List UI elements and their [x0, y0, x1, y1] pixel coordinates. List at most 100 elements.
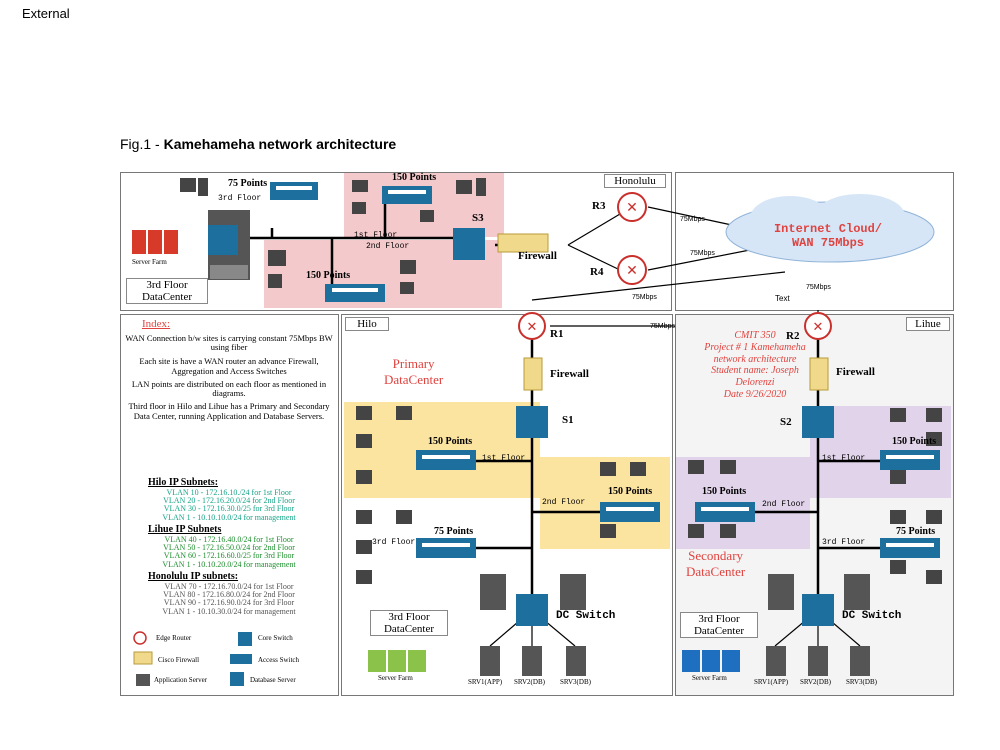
hilo-srv2-label: SRV2(DB) — [514, 678, 545, 686]
hilo-region — [341, 314, 673, 696]
lihue-dc-switch-label: DC Switch — [842, 610, 902, 622]
legend-core-switch: Core Switch — [258, 634, 293, 642]
lihue-server-farm-label: Server Farm — [692, 674, 727, 682]
lihue-vlan-60: VLAN 60 - 172.16.60.0/25 for 3rd Floor — [163, 551, 295, 561]
wan-link-r1-label: 75Mbps — [650, 323, 675, 330]
hilo-firewall-label: Firewall — [550, 368, 589, 380]
index-p1: WAN Connection b/w sites is carrying con… — [125, 332, 333, 353]
svg-text:✕: ✕ — [626, 264, 638, 279]
hilo-dc-switch-icon — [516, 594, 548, 626]
index-p2: Each site is have a WAN router an advanc… — [139, 356, 319, 376]
honolulu-floor2-points: 150 Points — [306, 270, 351, 281]
access-switch-icon — [325, 284, 385, 302]
access-switch-icon — [382, 186, 432, 204]
hilo-servers — [480, 646, 586, 676]
lihue-access-switch-1 — [880, 450, 940, 470]
legend-db-server: Database Server — [250, 676, 296, 684]
hilo-server-farm-icon — [368, 650, 426, 672]
r1-label: R1 — [550, 328, 564, 340]
lihue-access-switch-3 — [880, 538, 940, 558]
lihue-site-label: Lihue — [906, 317, 950, 331]
hilo-vlan-1: VLAN 1 - 10.10.10.0/24 for management — [162, 512, 296, 522]
hilo-access-switch-3 — [416, 538, 476, 558]
internet-cloud-icon — [725, 194, 935, 263]
honolulu-region — [120, 172, 672, 311]
lihue-access-switch-2 — [695, 502, 755, 522]
firewall-legend-icon — [133, 651, 153, 665]
router-r1-icon: ✕ — [518, 312, 546, 340]
honolulu-vlan-80: VLAN 80 - 172.16.80.0/24 for 2nd Floor — [163, 590, 295, 600]
honolulu-floor3-label: 3rd Floor — [218, 194, 262, 203]
hilo-floor1-points: 150 Points — [428, 436, 473, 447]
legend-cisco-firewall: Cisco Firewall — [158, 656, 200, 664]
r2-label: R2 — [786, 330, 800, 342]
honolulu-vlan-90: VLAN 90 - 172.16.90.0/24 for 3rd Floor — [163, 598, 295, 608]
honolulu-vlan-1: VLAN 1 - 10.10.30.0/24 for management — [162, 606, 296, 616]
hilo-vlan-20: VLAN 20 - 172.16.20.0/24 for 2nd Floor — [163, 495, 295, 505]
hilo-dc-racks — [480, 574, 586, 610]
hilo-vlan-30: VLAN 30 - 172.16.30.0/25 for 3rd Floor — [163, 504, 295, 514]
honolulu-subnets-title: Honolulu IP subnets: — [148, 571, 239, 583]
lihue-floor1-label: 1st Floor — [822, 454, 866, 463]
honolulu-devices: ✕ ✕ — [132, 178, 647, 302]
legend-edge-router: Edge Router — [156, 634, 192, 642]
hilo-firewall-icon — [523, 357, 543, 391]
honolulu-floor1-points: 150 Points — [392, 172, 437, 183]
router-r2-icon: ✕ — [804, 312, 832, 340]
honolulu-site-label: Honolulu — [604, 174, 666, 188]
s3-core-switch-icon — [453, 228, 485, 260]
lihue-srv1-label: SRV1(APP) — [754, 678, 789, 686]
index-title: Index: — [142, 318, 171, 330]
firewall-icon — [497, 233, 549, 253]
lihue-dc-racks — [768, 574, 870, 610]
hilo-devices: ✕ — [356, 312, 660, 676]
hilo-subnets-title: Hilo IP Subnets: — [148, 477, 219, 488]
lihue-floor3-points: 75 Points — [896, 526, 936, 537]
hilo-vlan-10: VLAN 10 - 172.16.10./24 for 1st Floor — [166, 487, 292, 497]
hilo-floor2-label: 2nd Floor — [542, 498, 586, 507]
wan-link-hilo-label: 75Mbps — [632, 294, 657, 301]
honolulu-server-farm-label: Server Farm — [132, 258, 167, 266]
hilo-access-switch-2 — [600, 502, 660, 522]
lihue-vlan-50: VLAN 50 - 172.16.50.0/24 for 2nd Floor — [163, 542, 295, 552]
lihue-servers — [766, 646, 870, 676]
core-switch-icon — [208, 225, 238, 255]
hilo-floor3-label: 3rd Floor — [372, 538, 416, 547]
wan-link-r3-label: 75Mbps — [680, 216, 705, 223]
wan-text-label: Text — [775, 294, 790, 303]
s2-label: S2 — [780, 416, 792, 428]
r3-label: R3 — [592, 200, 606, 212]
server-farm-icon — [132, 230, 178, 254]
classification-label: External — [22, 6, 70, 21]
index-region — [120, 314, 339, 696]
honolulu-vlan-70: VLAN 70 - 172.16.70.0/24 for 1st Floor — [164, 581, 294, 591]
router-r3-icon: ✕ — [617, 192, 647, 222]
hilo-access-switch-1 — [416, 450, 476, 470]
lihue-devices: ✕ — [682, 312, 942, 676]
figure-prefix: Fig.1 - — [120, 136, 164, 152]
app-server-legend-icon — [136, 674, 150, 686]
figure-caption: Fig.1 - Kamehameha network architecture — [120, 136, 396, 152]
index-panel: Index: WAN Connection b/w sites is carry… — [124, 318, 334, 422]
hilo-floor1-label: 1st Floor — [482, 454, 526, 463]
access-switch-icon — [270, 182, 318, 200]
router-r4-icon: ✕ — [617, 255, 647, 285]
edge-router-icon — [133, 631, 147, 645]
lihue-srv2-label: SRV2(DB) — [800, 678, 831, 686]
lihue-srv3-label: SRV3(DB) — [846, 678, 877, 686]
hilo-floor2-points: 150 Points — [608, 486, 653, 497]
access-switch-legend-icon — [230, 654, 252, 664]
honolulu-firewall-label: Firewall — [518, 250, 557, 262]
lihue-floor2-points: 150 Points — [702, 486, 747, 497]
s3-label: S3 — [472, 212, 484, 224]
lihue-floor1-points: 150 Points — [892, 436, 937, 447]
index-p3: LAN points are distributed on each floor… — [131, 378, 327, 399]
lihue-firewall-label: Firewall — [836, 366, 875, 378]
lihue-dc-switch-icon — [802, 594, 834, 626]
network-diagram: ✕ ✕ 75 Points 3rd Floor 150 Points 1st F… — [120, 170, 955, 696]
